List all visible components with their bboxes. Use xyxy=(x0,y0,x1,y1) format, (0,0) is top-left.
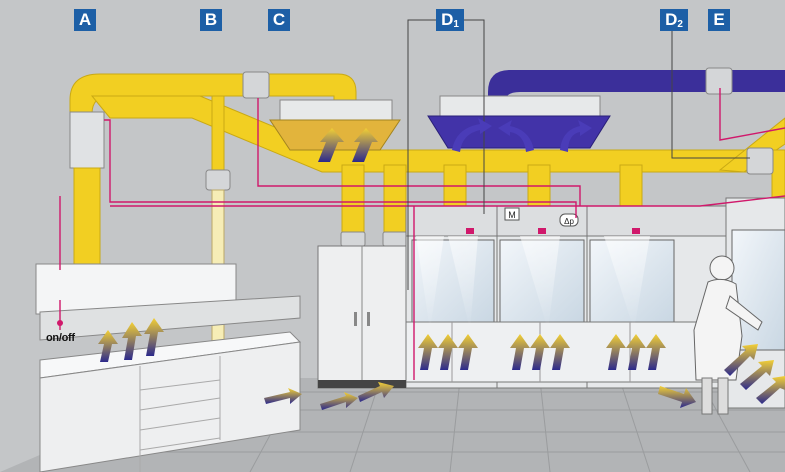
label-c: C xyxy=(268,9,290,31)
airflow-arrows xyxy=(98,128,785,410)
hood-controls: M Δp xyxy=(504,207,579,227)
switch-dot xyxy=(57,320,63,326)
storage-cabinet xyxy=(317,245,407,389)
label-a: A xyxy=(74,9,96,31)
label-e: E xyxy=(708,9,730,31)
damper-c xyxy=(242,71,270,99)
pressure-sensor-label: Δp xyxy=(564,217,574,226)
on-off-switch-label: on/off xyxy=(46,332,75,344)
label-d1: D1 xyxy=(436,9,464,31)
label-d2: D2 xyxy=(660,9,688,31)
lab-bench xyxy=(35,263,302,472)
fume-hood-row xyxy=(405,205,727,389)
dampers xyxy=(242,71,774,247)
motor-label: M xyxy=(508,210,516,220)
label-b: B xyxy=(200,9,222,31)
exhaust-arrows xyxy=(452,118,592,152)
duct-drop-5 xyxy=(619,164,643,210)
damper-e xyxy=(705,67,733,95)
exhaust-duct xyxy=(488,67,785,104)
lab-technician xyxy=(693,255,763,415)
signal-lines xyxy=(59,88,785,380)
damper-d2 xyxy=(746,147,774,175)
